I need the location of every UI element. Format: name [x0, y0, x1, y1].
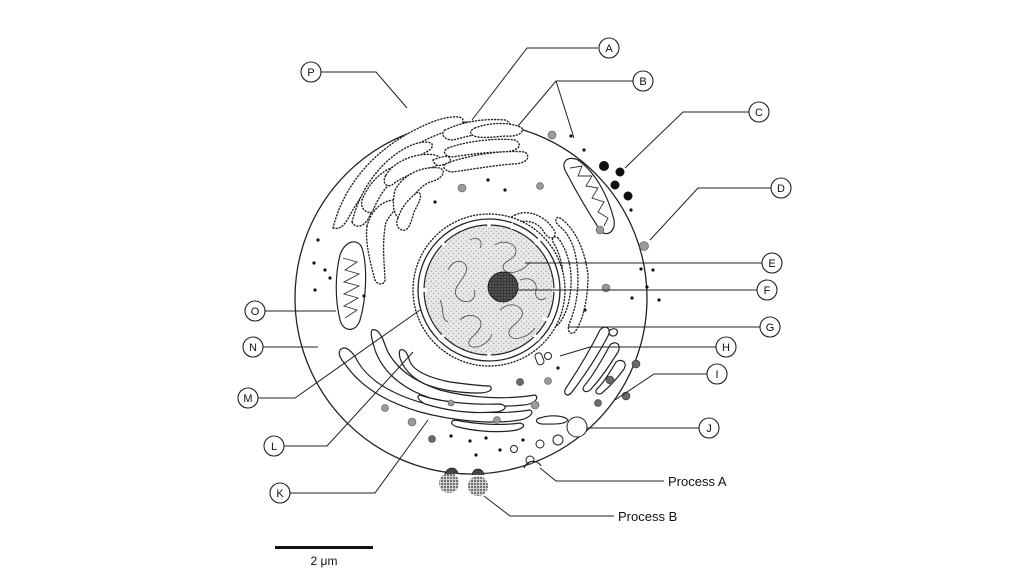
label-m: M — [237, 387, 259, 409]
mitochondrion-right — [563, 157, 615, 235]
vesicles-clear — [510, 352, 588, 465]
secretory-granules — [599, 161, 633, 201]
rough-er — [332, 116, 589, 334]
label-n-text: N — [249, 342, 257, 354]
label-f-text: F — [764, 285, 771, 297]
label-a: A — [598, 37, 620, 59]
vesicles-grey — [381, 130, 649, 427]
label-b-text: B — [639, 76, 646, 88]
label-i: I — [706, 363, 728, 385]
nucleolus — [487, 271, 519, 303]
label-g: G — [759, 316, 781, 338]
label-h: H — [715, 336, 737, 358]
ribosomes-free — [312, 134, 661, 457]
scale-bar-label: 2 μm — [311, 554, 338, 568]
label-o-text: O — [251, 306, 260, 318]
label-g-text: G — [766, 322, 775, 334]
leader-lines — [258, 47, 771, 517]
label-c: C — [748, 101, 770, 123]
label-n: N — [242, 336, 264, 358]
label-e-text: E — [768, 258, 775, 270]
label-o: O — [244, 300, 266, 322]
process-a-label: Process A — [668, 474, 727, 489]
label-j: J — [698, 417, 720, 439]
exocytosis-pit — [523, 460, 542, 469]
label-e: E — [761, 252, 783, 274]
scale-bar: 2 μm — [275, 546, 373, 568]
label-j-text: J — [706, 423, 712, 435]
label-b: B — [632, 70, 654, 92]
label-c-text: C — [755, 107, 763, 119]
label-l: L — [263, 435, 285, 457]
label-p: P — [300, 61, 322, 83]
label-a-text: A — [605, 43, 613, 55]
coated-pits — [439, 467, 488, 496]
label-i-text: I — [715, 369, 718, 381]
label-k: K — [269, 482, 291, 504]
label-m-text: M — [243, 393, 252, 405]
label-k-text: K — [276, 488, 284, 500]
label-d: D — [770, 177, 792, 199]
label-l-text: L — [271, 441, 277, 453]
label-p-text: P — [307, 67, 314, 79]
chromatin — [439, 237, 547, 348]
label-d-text: D — [777, 183, 785, 195]
nucleus — [412, 213, 566, 367]
label-h-text: H — [722, 342, 730, 354]
label-badges: A B C D E F G H I J K L M N O P — [237, 37, 792, 504]
vesicles-dark — [428, 359, 641, 443]
mitochondrion-left — [335, 241, 367, 330]
process-b-label: Process B — [618, 509, 677, 524]
label-f: F — [756, 279, 778, 301]
